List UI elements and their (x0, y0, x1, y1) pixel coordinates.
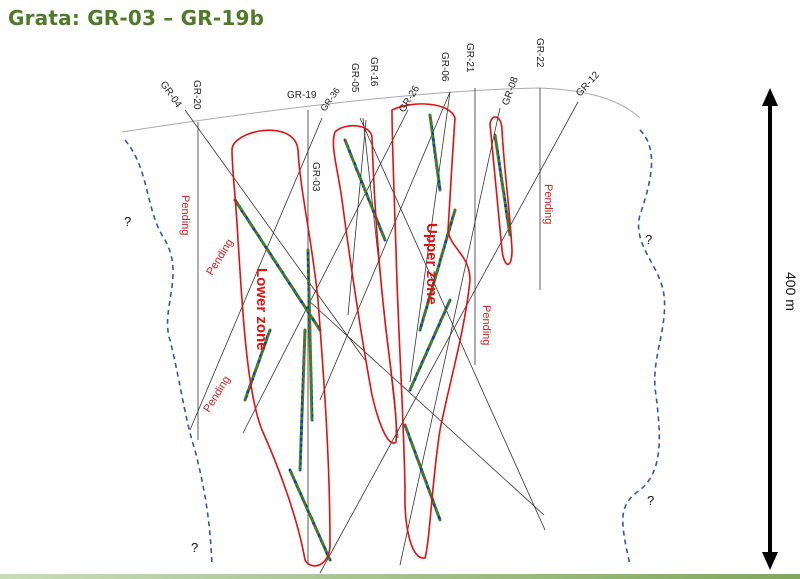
hole-label-gr26: GR-26 (397, 83, 422, 114)
unknown-mark: ? (647, 493, 654, 508)
drill-trace-gr06-a (409, 91, 451, 383)
arrow-up-icon (762, 88, 778, 106)
pending-label-gr36: Pending (204, 237, 236, 278)
gr08-zone-outline (489, 116, 513, 266)
unknown-mark: ? (124, 214, 131, 229)
core-intercept (428, 113, 442, 192)
core-intercept (288, 468, 332, 562)
hole-label-gr16: GR-16 (368, 57, 379, 87)
core-intercept (343, 138, 387, 242)
drill-trace-gr05-deep (359, 117, 546, 531)
hole-label-gr03: GR-03 (310, 162, 321, 192)
hole-label-gr12: GR-12 (574, 69, 602, 99)
scale-bar (762, 88, 778, 570)
pending-label-gr26: Pending (201, 374, 233, 415)
pending-label-gr20: Pending (179, 195, 191, 235)
hole-label-gr20: GR-20 (191, 80, 202, 110)
hole-label-gr36: GR-36 (318, 86, 341, 113)
footer-accent-bar (0, 574, 800, 579)
lower-zone-outline (231, 129, 331, 567)
core-intercept (298, 328, 307, 472)
hole-label-gr19: GR-19 (287, 90, 317, 101)
drill-trace-gr16 (347, 119, 367, 316)
drill-trace-gr12 (319, 101, 579, 574)
core-intercept (408, 298, 452, 392)
core-intercept (243, 328, 272, 402)
slide-title: Grata: GR-03 – GR-19b (8, 6, 265, 30)
hole-label-gr06: GR-06 (439, 52, 450, 82)
unknown-mark: ? (645, 232, 652, 247)
hole-label-gr21: GR-21 (464, 43, 475, 73)
core-intercept (306, 248, 314, 422)
topography-line (121, 87, 641, 133)
unknown-mark: ? (191, 540, 198, 555)
hole-label-gr05: GR-05 (349, 63, 360, 93)
core-intercepts (233, 113, 512, 562)
core-intercept (493, 133, 512, 237)
scale-label: 400 m (783, 272, 799, 311)
middle-zone-outline (332, 125, 398, 444)
drill-holes (184, 88, 579, 574)
lower-zone-label: Lower zone (253, 268, 270, 351)
right-contact-line (622, 129, 666, 566)
core-intercept (233, 198, 322, 332)
pending-label-gr22: Pending (542, 184, 554, 224)
core-intercept (418, 208, 457, 332)
drill-trace-gr06-b (319, 91, 451, 401)
drill-trace-gr03 (307, 299, 545, 516)
hole-label-gr08: GR-08 (500, 75, 521, 107)
zone-outlines (231, 103, 513, 567)
upper-zone-outline (391, 103, 471, 559)
hole-label-gr04: GR-04 (158, 79, 184, 110)
core-intercept (403, 423, 442, 522)
upper-zone-label: Upper zone (423, 223, 440, 305)
hole-label-gr22: GR-22 (534, 38, 545, 68)
drill-trace-gr04 (184, 109, 366, 361)
arrow-down-icon (762, 552, 778, 570)
left-contact-line (124, 139, 213, 566)
pending-label-gr21: Pending (480, 305, 492, 345)
